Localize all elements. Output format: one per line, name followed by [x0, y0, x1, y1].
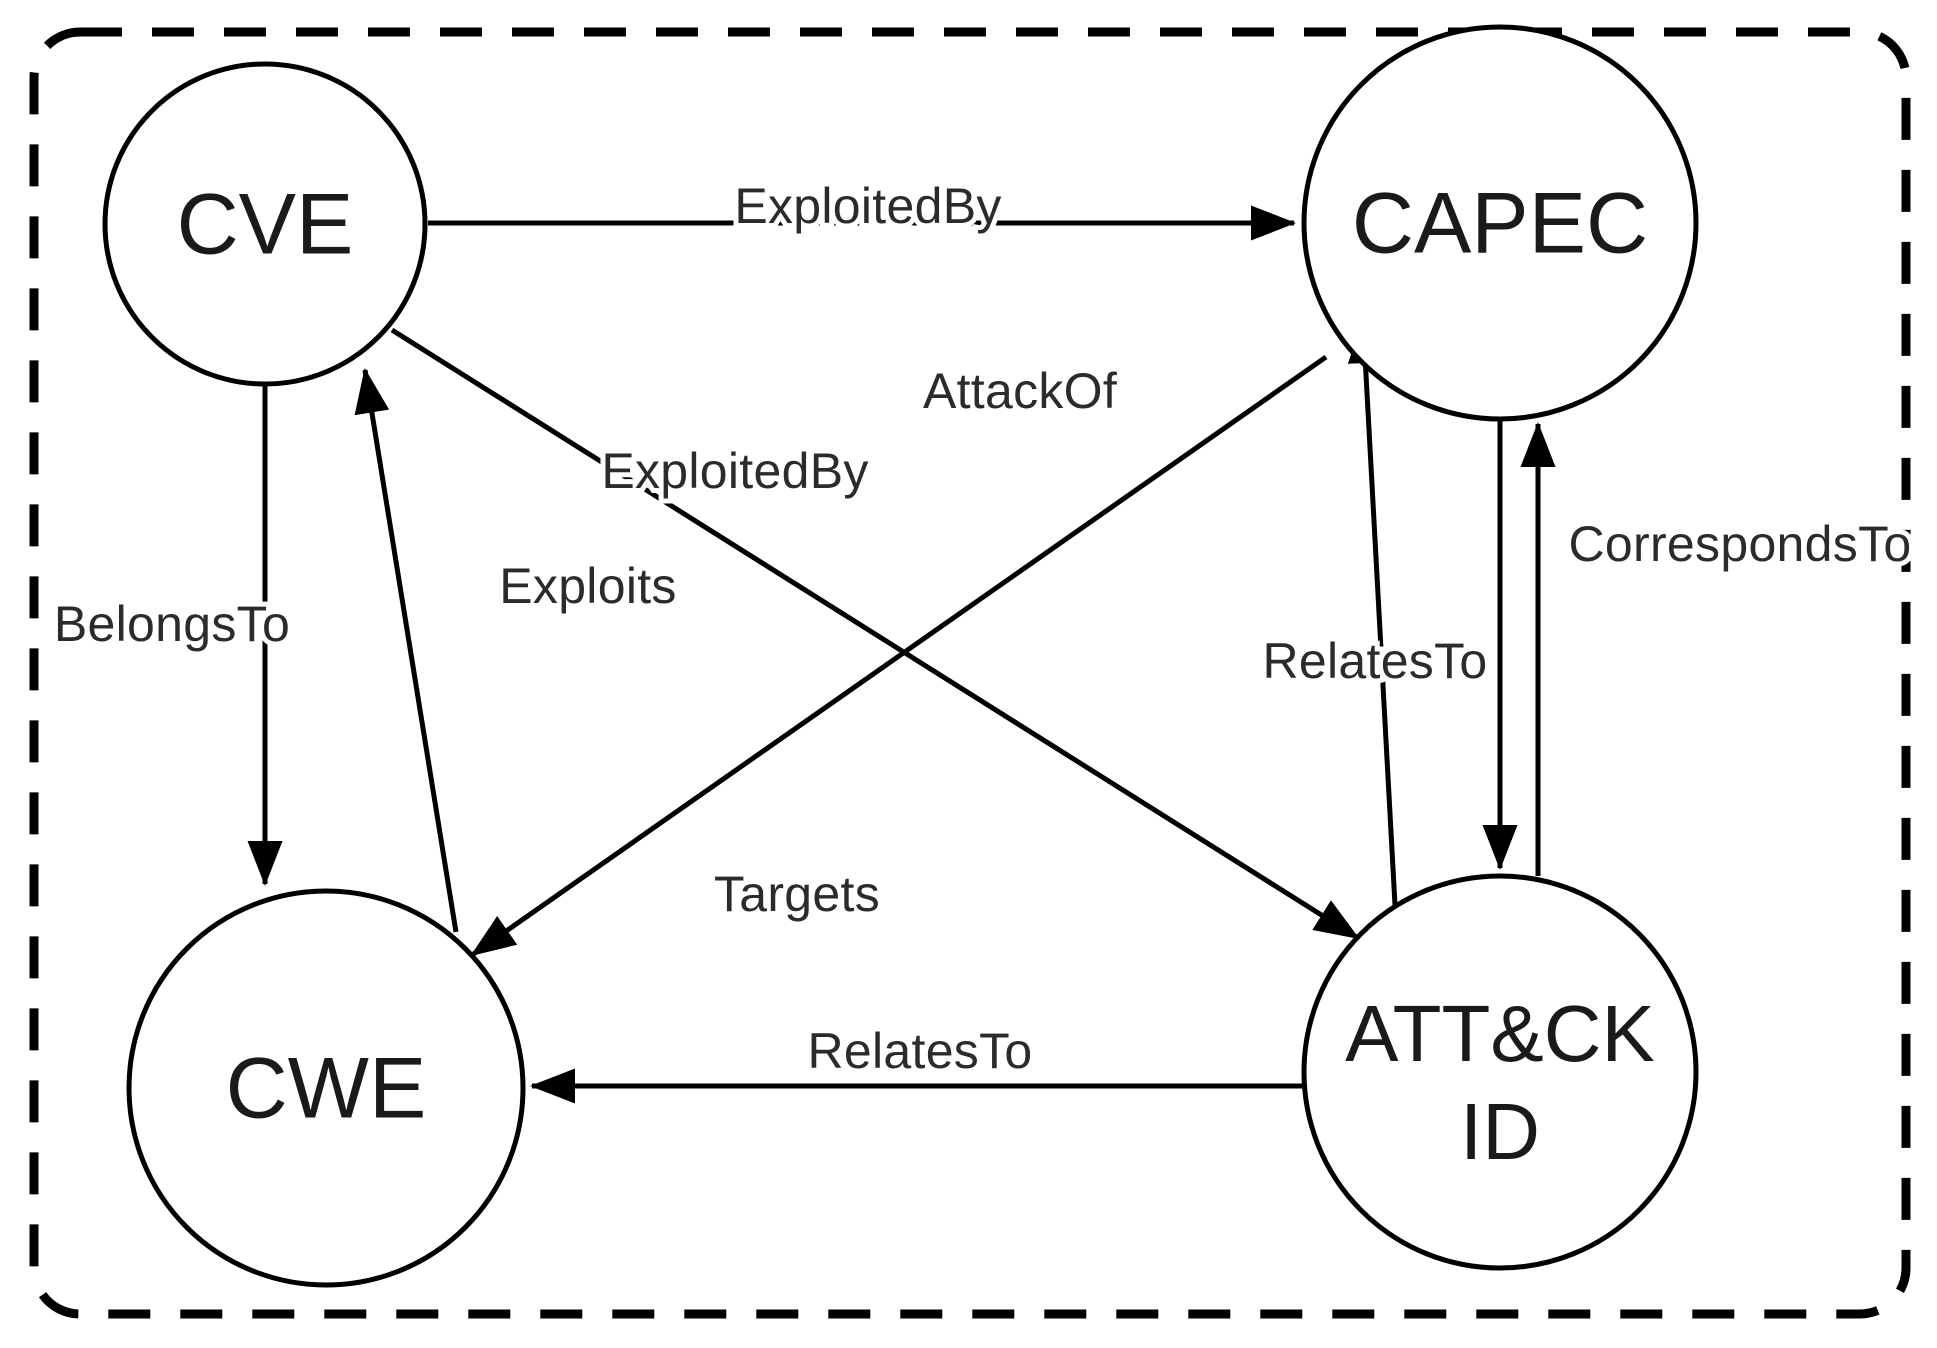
node-capec[interactable]: CAPEC — [1301, 24, 1699, 422]
edge-cwe-cve-exploits — [354, 368, 459, 933]
node-capec-circle[interactable] — [1301, 24, 1699, 422]
node-attack-id-circle[interactable] — [1301, 873, 1699, 1271]
edge-attack-capec-attackof — [1347, 318, 1398, 906]
edge-label-cve-capec-exploitedby: ExploitedBy — [734, 178, 1001, 234]
node-attack-id-label-line1: ATT&CK — [1345, 989, 1655, 1078]
edge-label-attack-cwe-relatesto: RelatesTo — [807, 1023, 1032, 1079]
node-cwe-circle[interactable] — [126, 888, 526, 1288]
edge-capec-cwe-targets — [470, 354, 1328, 958]
edge-label-attack-capec-correspondsto: CorrespondsTo — [1569, 516, 1912, 572]
edge-cve-attack-exploitedby — [390, 327, 1360, 941]
node-cve[interactable]: CVE — [102, 61, 428, 387]
node-capec-label: CAPEC — [1352, 176, 1648, 272]
edge-label-capec-cwe-targets: Targets — [714, 866, 880, 922]
dashed-frame — [29, 27, 1911, 1319]
edge-label-cwe-cve-exploits: Exploits — [499, 558, 676, 614]
node-attack-id[interactable]: ATT&CK ID — [1301, 873, 1699, 1271]
edge-label-cve-cwe-belongsto: BelongsTo — [54, 596, 290, 652]
edge-label-group: ExploitedBy ExploitedBy AttackOf Belongs… — [49, 173, 1916, 1084]
edge-label-capec-attack-relatesto: RelatesTo — [1262, 633, 1487, 689]
node-cwe-label: CWE — [226, 1041, 427, 1137]
edge-label-attack-capec-attackof: AttackOf — [923, 363, 1117, 419]
edge-label-cve-attack-exploitedby: ExploitedBy — [601, 443, 868, 499]
node-cve-circle[interactable] — [102, 61, 428, 387]
node-cwe[interactable]: CWE — [126, 888, 526, 1288]
node-attack-id-label-line2: ID — [1460, 1087, 1540, 1176]
node-cve-label: CVE — [177, 177, 354, 273]
